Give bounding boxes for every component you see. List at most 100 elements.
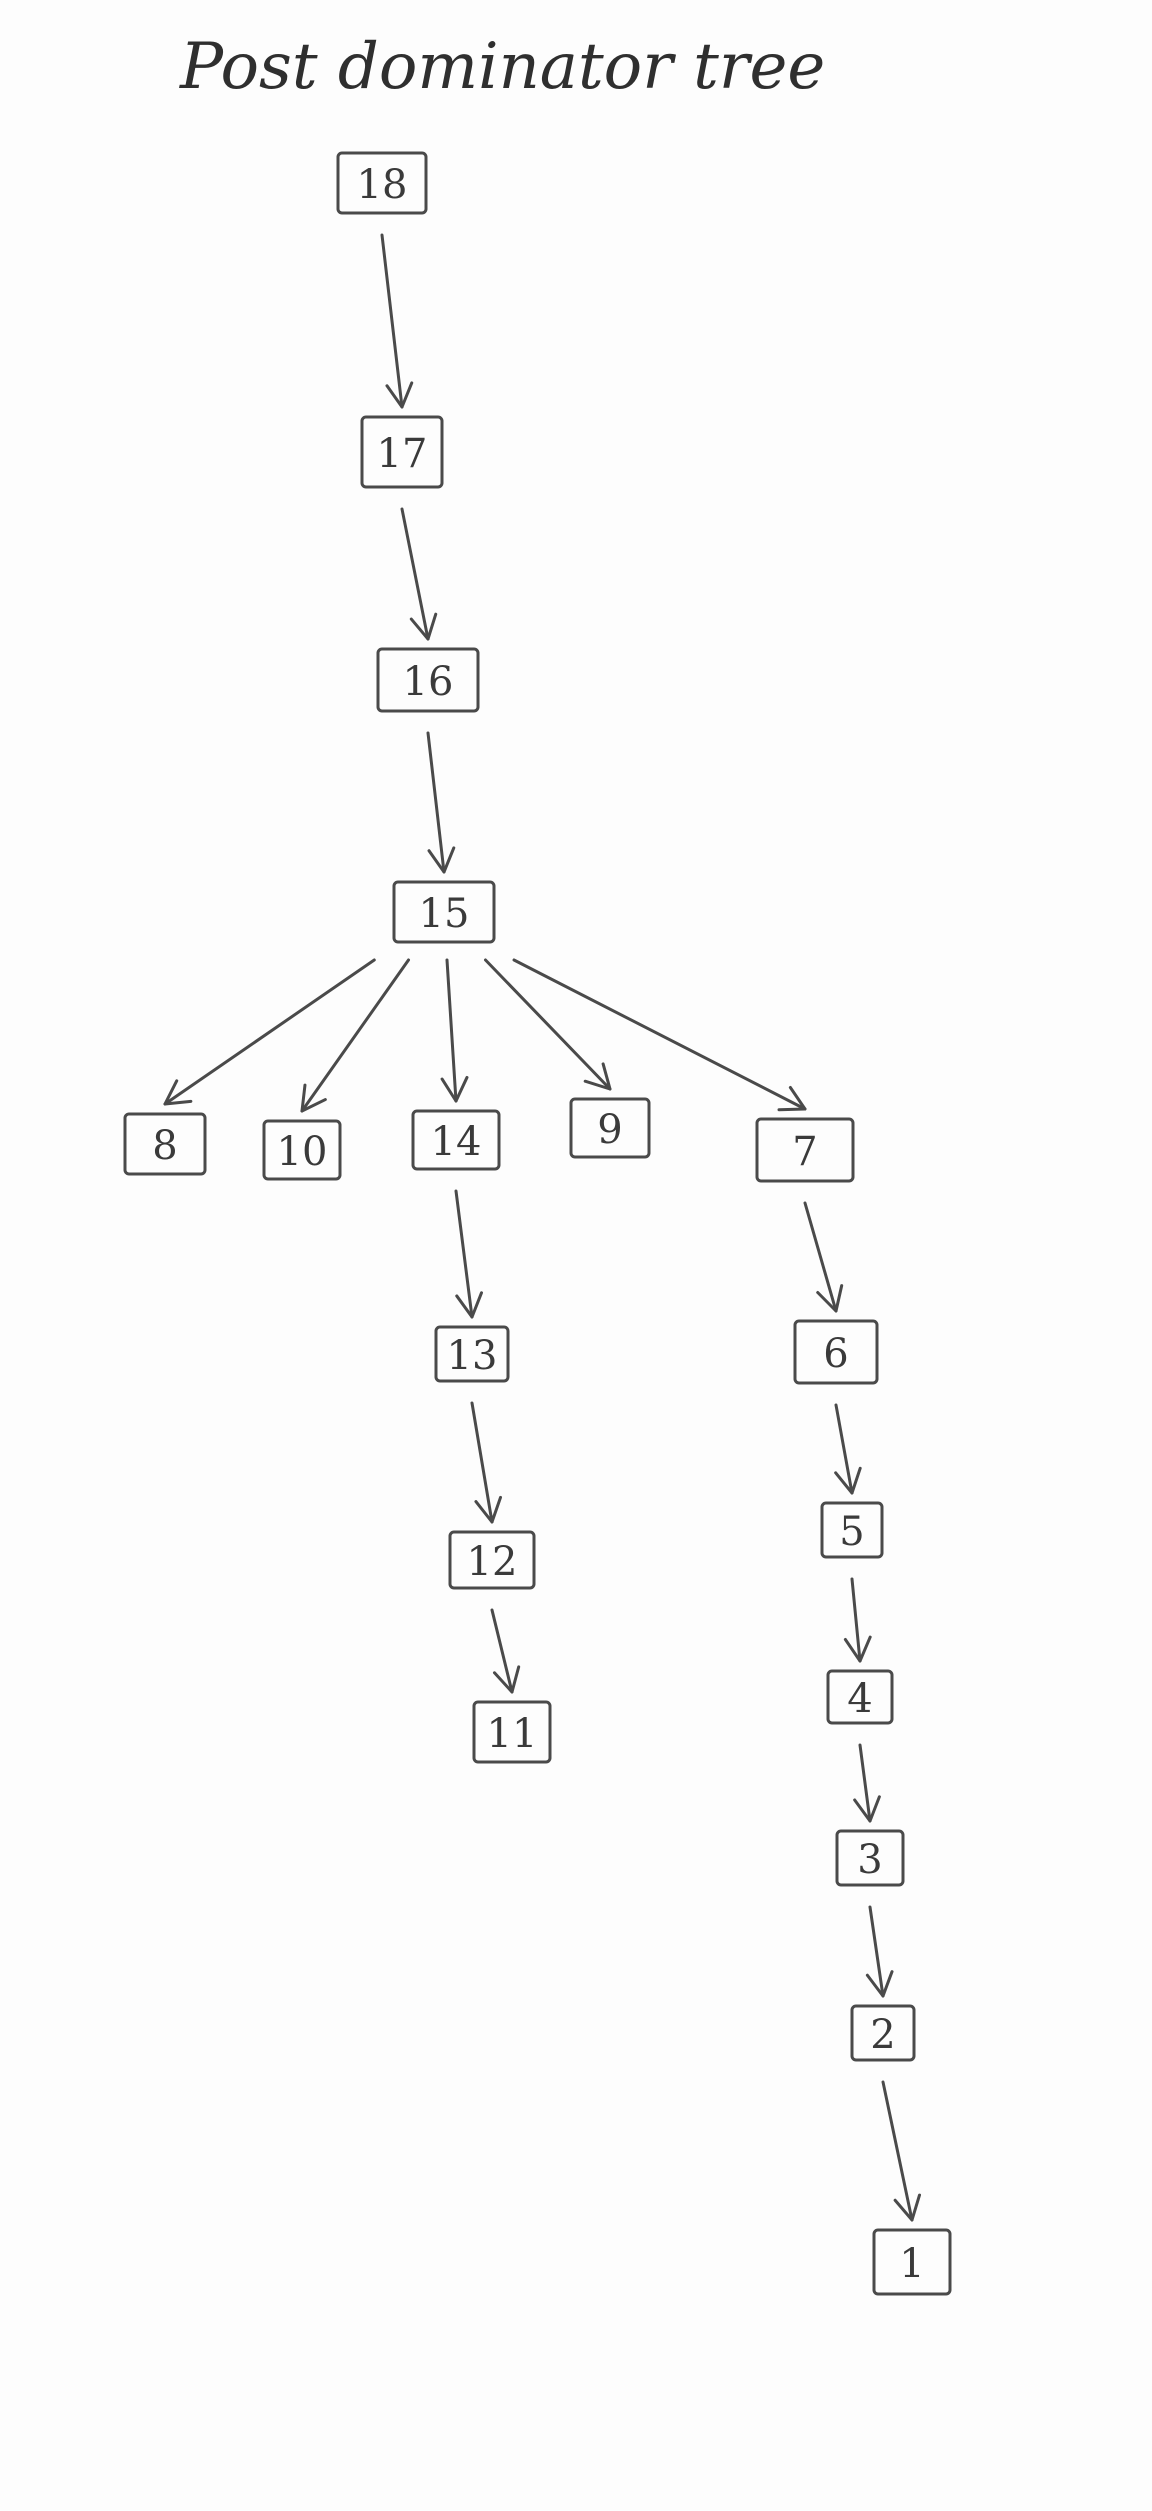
node-label: 9 — [597, 1107, 622, 1153]
node-label: 6 — [823, 1331, 848, 1377]
node-label: 11 — [487, 1711, 538, 1757]
arrowhead — [816, 1284, 844, 1313]
arrowhead — [163, 1079, 193, 1106]
edge-line — [868, 1905, 885, 1998]
arrowhead — [409, 612, 438, 641]
node-box — [826, 1669, 894, 1725]
edge-line — [858, 1743, 872, 1823]
node-box — [835, 1829, 905, 1887]
tree-node-17: 17 — [360, 415, 444, 489]
edge-line — [850, 1577, 862, 1663]
edge-15-to-14 — [440, 958, 469, 1103]
arrowhead — [853, 1795, 881, 1823]
node-label: 17 — [377, 431, 428, 477]
arrowhead — [492, 1665, 521, 1694]
arrowhead — [474, 1495, 503, 1524]
edge-13-to-12 — [470, 1401, 503, 1524]
arrowhead — [440, 1075, 469, 1103]
edge-line — [803, 1201, 838, 1313]
edge-4-to-3 — [853, 1743, 881, 1823]
edge-line — [484, 958, 612, 1091]
node-label: 5 — [839, 1509, 864, 1555]
edge-7-to-6 — [803, 1201, 844, 1313]
node-label: 12 — [467, 1539, 518, 1585]
edge-15-to-9 — [484, 958, 612, 1091]
arrowhead — [385, 381, 414, 409]
node-label: 16 — [403, 659, 454, 705]
arrowhead — [455, 1291, 483, 1319]
edge-12-to-11 — [490, 1608, 521, 1694]
arrowhead — [834, 1466, 862, 1495]
edge-line — [163, 958, 376, 1106]
arrowhead — [843, 1635, 872, 1663]
node-box — [448, 1530, 536, 1590]
edge-14-to-13 — [454, 1189, 483, 1319]
node-box — [123, 1112, 207, 1176]
node-box — [820, 1501, 884, 1559]
node-box — [793, 1319, 879, 1385]
tree-node-4: 4 — [826, 1669, 894, 1725]
node-box — [376, 647, 480, 713]
tree-node-5: 5 — [820, 1501, 884, 1559]
tree-node-7: 7 — [755, 1117, 855, 1183]
node-box — [569, 1097, 651, 1159]
node-label: 18 — [357, 162, 408, 208]
tree-node-12: 12 — [448, 1530, 536, 1590]
tree-node-2: 2 — [850, 2004, 916, 2062]
node-label: 1 — [899, 2241, 924, 2287]
node-box — [360, 415, 444, 489]
edge-line — [445, 958, 458, 1103]
edge-15-to-10 — [300, 958, 410, 1113]
edge-5-to-4 — [843, 1577, 872, 1663]
node-box — [411, 1109, 501, 1171]
node-box — [336, 151, 428, 215]
edge-line — [834, 1403, 854, 1495]
tree-node-3: 3 — [835, 1829, 905, 1887]
edge-6-to-5 — [834, 1403, 862, 1495]
tree-node-6: 6 — [793, 1319, 879, 1385]
node-label: 3 — [857, 1837, 882, 1883]
node-label: 8 — [152, 1123, 177, 1169]
arrowhead — [777, 1086, 807, 1112]
node-box — [262, 1119, 342, 1181]
node-label: 13 — [447, 1333, 498, 1379]
nodes-layer: 18 17 16 15 8 10 14 9 7 13 12 11 6 5 4 3 2 1 — [123, 151, 952, 2296]
tree-node-9: 9 — [569, 1097, 651, 1159]
edge-18-to-17 — [380, 233, 414, 409]
node-label: 4 — [847, 1676, 872, 1722]
edge-line — [426, 731, 446, 874]
node-box — [434, 1325, 510, 1383]
node-label: 14 — [431, 1119, 482, 1165]
tree-node-8: 8 — [123, 1112, 207, 1176]
node-label: 15 — [419, 891, 470, 937]
tree-node-10: 10 — [262, 1119, 342, 1181]
edge-3-to-2 — [865, 1905, 894, 1998]
node-label: 7 — [792, 1129, 817, 1175]
node-box — [755, 1117, 855, 1183]
node-box — [392, 880, 496, 944]
edge-line — [380, 233, 404, 409]
edge-15-to-7 — [512, 958, 807, 1112]
edge-line — [400, 507, 430, 641]
arrowhead — [583, 1062, 612, 1091]
arrowhead — [300, 1083, 327, 1113]
edge-15-to-8 — [163, 958, 376, 1106]
arrowhead — [427, 846, 456, 874]
tree-node-13: 13 — [434, 1325, 510, 1383]
node-box — [850, 2004, 916, 2062]
tree-node-14: 14 — [411, 1109, 501, 1171]
tree-node-16: 16 — [376, 647, 480, 713]
arrowhead — [893, 2193, 922, 2222]
edge-2-to-1 — [881, 2080, 922, 2222]
tree-node-15: 15 — [392, 880, 496, 944]
tree-node-1: 1 — [872, 2228, 952, 2296]
edge-17-to-16 — [400, 507, 438, 641]
arrowhead — [865, 1970, 894, 1998]
edge-16-to-15 — [426, 731, 456, 874]
node-box — [472, 1700, 552, 1764]
edge-line — [454, 1189, 474, 1319]
node-box — [872, 2228, 952, 2296]
tree-node-11: 11 — [472, 1700, 552, 1764]
